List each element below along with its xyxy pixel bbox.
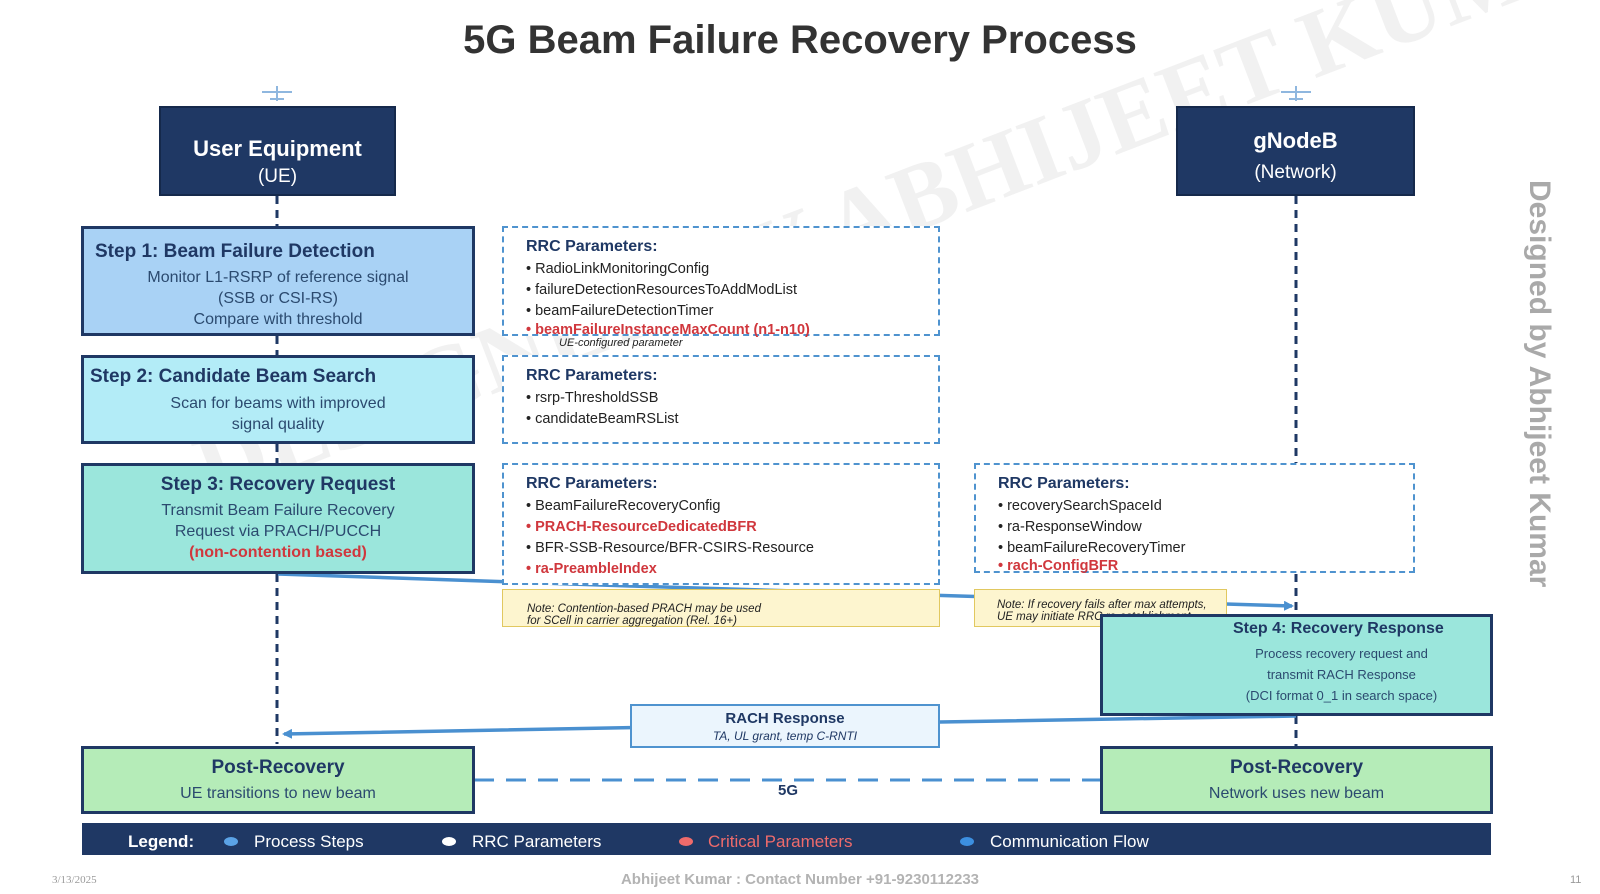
side-watermark: Designed by Abhijeet Kumar — [1523, 180, 1556, 588]
rrc-param-item: • rsrp-ThresholdSSB — [526, 390, 659, 406]
rrc-params-box-3: RRC Parameters: • BeamFailureRecoveryCon… — [502, 463, 940, 585]
footer-date: 3/13/2025 — [52, 874, 97, 886]
post-recovery-ue-line: UE transitions to new beam — [180, 785, 376, 802]
step3-title: Step 3: Recovery Request — [160, 474, 396, 495]
legend-rrc-params: RRC Parameters — [472, 832, 602, 851]
step1-box: Step 1: Beam Failure Detection Monitor L… — [81, 226, 475, 336]
step4-line: (DCI format 0_1 in search space) — [1245, 688, 1438, 703]
footer-contact: Abhijeet Kumar : Contact Number +91-9230… — [620, 871, 980, 888]
footer-page-number: 11 — [1570, 874, 1582, 886]
ue-actor-sub: (UE) — [257, 166, 298, 187]
step2-line: Scan for beams with improved — [170, 395, 386, 412]
step3-critical-note: (non-contention based) — [189, 544, 367, 561]
legend-process-steps-dot — [224, 837, 238, 846]
rach-response-title: RACH Response — [725, 710, 845, 727]
post-recovery-gnb-title: Post-Recovery — [1229, 757, 1364, 778]
rrc-param-item: • failureDetectionResourcesToAddModList — [526, 282, 798, 298]
ue-antenna-icon — [262, 86, 292, 101]
rrc-critical-param: • ra-PreambleIndex — [526, 561, 657, 577]
step3-box: Step 3: Recovery Request Transmit Beam F… — [81, 463, 475, 574]
rach-response-sub: TA, UL grant, temp C-RNTI — [712, 729, 858, 743]
page-title: 5G Beam Failure Recovery Process — [463, 18, 1137, 62]
rach-response-box: RACH Response TA, UL grant, temp C-RNTI — [630, 704, 940, 748]
note-line: Note: Contention-based PRACH may be used — [527, 603, 761, 615]
rrc-param-item: • RadioLinkMonitoringConfig — [526, 261, 710, 277]
legend-critical-params-dot — [679, 837, 693, 846]
step2-line: signal quality — [231, 416, 325, 433]
rrc-critical-param: • beamFailureInstanceMaxCount (n1-n10) — [526, 322, 810, 338]
step1-line: (SSB or CSI-RS) — [217, 290, 338, 307]
legend-rrc-params-dot — [442, 837, 456, 846]
step2-title: Step 2: Candidate Beam Search — [90, 366, 377, 387]
step4-line: transmit RACH Response — [1267, 667, 1416, 682]
gnb-actor-name: gNodeB — [1253, 128, 1338, 153]
rrc-box-4-title: RRC Parameters: — [998, 475, 1130, 492]
note-contention-prach: Note: Contention-based PRACH may be used… — [502, 589, 940, 627]
step3-line: Request via PRACH/PUCCH — [174, 523, 382, 540]
gnb-actor-sub: (Network) — [1254, 162, 1337, 183]
step4-title: Step 4: Recovery Response — [1233, 620, 1444, 637]
legend-critical-params: Critical Parameters — [708, 832, 853, 851]
rrc-box-2-title: RRC Parameters: — [526, 367, 658, 384]
rrc-param-item: • recoverySearchSpaceId — [998, 498, 1162, 514]
post-recovery-gnb-line: Network uses new beam — [1208, 785, 1385, 802]
link-label-5g: 5G — [778, 782, 799, 799]
note-line: for SCell in carrier aggregation (Rel. 1… — [527, 615, 737, 627]
rrc-box-1-title: RRC Parameters: — [526, 238, 658, 255]
gnb-antenna-icon — [1281, 86, 1311, 101]
gnb-actor-box: gNodeB (Network) — [1176, 106, 1415, 196]
post-recovery-ue-box: Post-Recovery UE transitions to new beam — [81, 746, 475, 814]
legend-communication-flow-dot — [960, 837, 974, 846]
post-recovery-ue-title: Post-Recovery — [211, 757, 345, 778]
step4-line: Process recovery request and — [1255, 646, 1428, 661]
rrc-critical-param: • rach-ConfigBFR — [998, 558, 1119, 574]
rrc-param-item: • candidateBeamRSList — [526, 411, 679, 427]
rrc-param-item: • beamFailureRecoveryTimer — [998, 540, 1186, 556]
rrc-params-box-4: RRC Parameters: • recoverySearchSpaceId … — [974, 463, 1415, 573]
step1-title: Step 1: Beam Failure Detection — [95, 241, 375, 262]
legend-bar: Legend: Process Steps RRC Parameters Cri… — [82, 823, 1491, 855]
step2-box: Step 2: Candidate Beam Search Scan for b… — [81, 355, 475, 444]
rrc-params-box-2: RRC Parameters: • rsrp-ThresholdSSB • ca… — [502, 355, 940, 444]
rrc-critical-param: • PRACH-ResourceDedicatedBFR — [526, 519, 757, 535]
rrc-params-box-1: RRC Parameters: • RadioLinkMonitoringCon… — [502, 226, 940, 338]
rrc-box-1-caption: UE-configured parameter — [559, 337, 683, 349]
ue-actor-box: User Equipment (UE) — [159, 106, 396, 196]
legend-process-steps: Process Steps — [254, 832, 364, 851]
rrc-param-item: • beamFailureDetectionTimer — [526, 303, 714, 319]
post-recovery-gnb-box: Post-Recovery Network uses new beam — [1100, 746, 1493, 814]
rrc-box-3-title: RRC Parameters: — [526, 475, 658, 492]
legend-label: Legend: — [128, 832, 195, 851]
step1-line: Compare with threshold — [193, 311, 363, 328]
step3-line: Transmit Beam Failure Recovery — [161, 502, 395, 519]
note-line: Note: If recovery fails after max attemp… — [997, 599, 1207, 611]
legend-communication-flow: Communication Flow — [990, 832, 1149, 851]
ue-actor-name: User Equipment — [193, 136, 362, 161]
step1-line: Monitor L1-RSRP of reference signal — [147, 269, 409, 286]
rrc-param-item: • BeamFailureRecoveryConfig — [526, 498, 721, 514]
rrc-param-item: • ra-ResponseWindow — [998, 519, 1142, 535]
rach-response-arrow — [282, 714, 1297, 739]
rrc-param-item: • BFR-SSB-Resource/BFR-CSIRS-Resource — [526, 540, 814, 556]
step4-box: Step 4: Recovery Response Process recove… — [1100, 614, 1493, 716]
